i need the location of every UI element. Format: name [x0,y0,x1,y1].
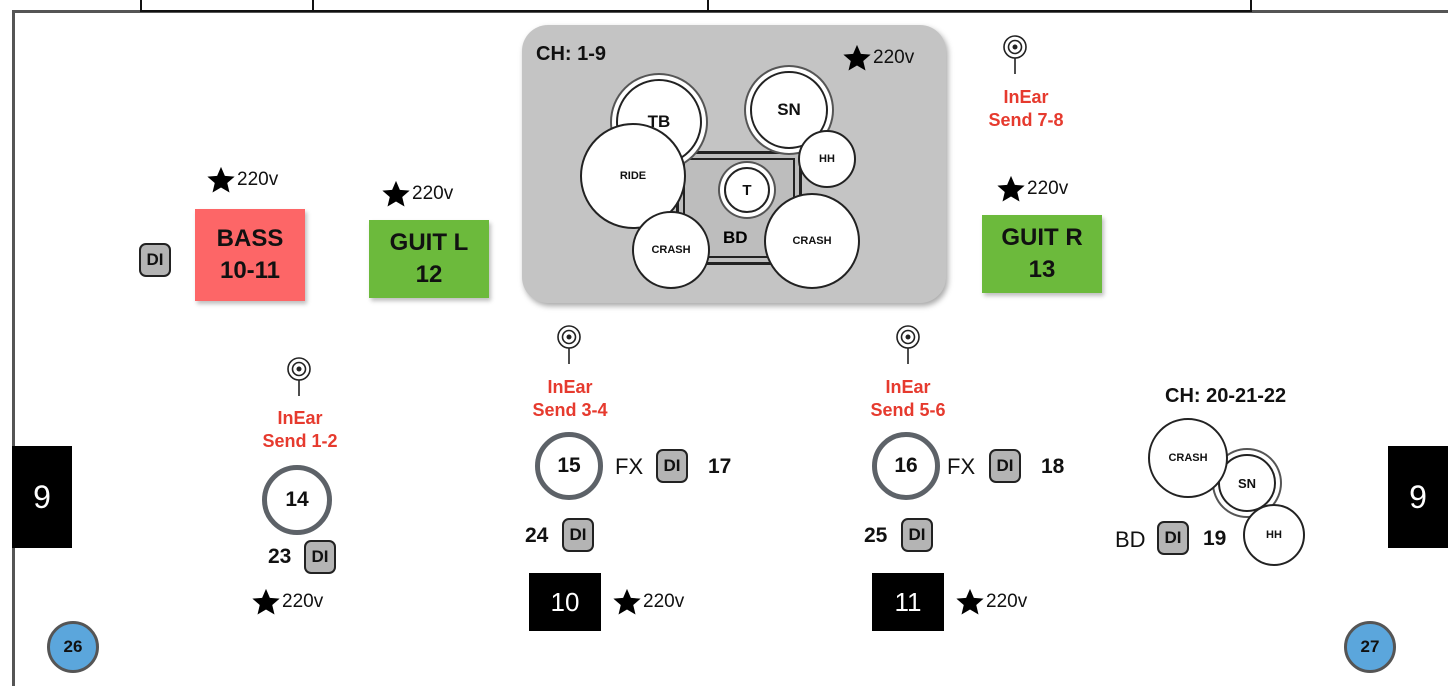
di-box-24: DI [562,518,594,552]
guit-r-power-label: 220v [1027,178,1069,199]
guit-l-name: GUIT L [389,228,469,256]
star-icon [843,44,871,71]
inear-label: InEar [277,408,323,428]
di-box-18: DI [989,449,1021,483]
floor-monitor-11: 11 [872,573,944,631]
bass-name: BASS [216,224,284,252]
guit-r-channel: 13 [1028,256,1056,283]
front-edge-divider [312,0,314,10]
bass-power: 220v [206,165,278,195]
guit-r-name: GUIT R [1001,223,1083,251]
inear-send: Send 7-8 [988,110,1064,131]
pos-left-power: 220v [251,587,323,617]
bass-di-box: DI [139,243,171,277]
in-ear-monitor-icon [1003,35,1027,74]
guit-r-amp: GUIT R 13 [982,215,1102,293]
drum-crash-right: CRASH [764,193,860,289]
fx-label-17: FX [615,454,644,479]
pos-center-right-power-label: 220v [986,591,1028,612]
drum-t: T [724,167,770,213]
stage-front-edge [140,0,1252,12]
in-ear-monitor-icon [287,357,311,396]
pos-center-right-power: 220v [955,587,1027,617]
vocal-mic-15: 15 [535,432,603,500]
drum-channel-label: CH: 1-9 [536,43,607,65]
guit-r-power: 220v [996,174,1068,204]
aux-kit-channel-label: CH: 20-21-22 [1165,385,1287,407]
di-channel-23: 23 [268,545,292,568]
pos-center-left-power-label: 220v [643,591,685,612]
bd-label: BD [723,228,748,247]
corner-marker-26: 26 [47,621,99,673]
aux-bd-channel: 19 [1203,527,1227,550]
in-ear-monitor-icon [557,325,581,364]
bass-power-label: 220v [237,169,279,190]
di-box-17: DI [656,449,688,483]
inear-send-5-6: InEar Send 5-6 [860,376,956,423]
inear-send-7-8: InEar Send 7-8 [980,86,1072,133]
inear-send-1-2: InEar Send 1-2 [254,407,346,454]
di-channel-24: 24 [525,524,549,547]
pos-left-power-label: 220v [282,591,324,612]
vocal-mic-14: 14 [262,465,332,535]
aux-drum-crash: CRASH [1148,418,1228,498]
fx-channel-17: 17 [708,455,732,478]
drum-power-label: 220v [873,47,915,68]
drum-power: 220v [842,43,914,73]
inear-send-3-4: InEar Send 3-4 [522,376,618,423]
drum-riser: CH: 1-9 220v BD TB SN HH RIDE T CRASH CR… [522,25,946,303]
in-ear-monitor-icon [896,325,920,364]
guit-l-power-label: 220v [412,183,454,204]
aux-bd-label: BD [1115,527,1146,552]
inear-send: Send 1-2 [262,431,338,452]
aux-drum-hh: HH [1243,504,1305,566]
guit-l-amp: GUIT L 12 [369,220,489,298]
inear-send: Send 3-4 [532,400,608,421]
di-box-23: DI [304,540,336,574]
guit-l-power: 220v [381,179,453,209]
side-fill-left: 9 [12,446,72,548]
bass-channel: 10-11 [219,257,281,284]
di-box-25: DI [901,518,933,552]
side-fill-right: 9 [1388,446,1448,548]
pos-center-left-power: 220v [612,587,684,617]
di-channel-25: 25 [864,524,888,547]
bass-amp: BASS 10-11 [195,209,305,301]
front-edge-divider [707,0,709,10]
star-icon [382,180,410,207]
star-icon [956,588,984,615]
fx-label-18: FX [947,454,976,479]
star-icon [252,588,280,615]
aux-di-box: DI [1157,521,1189,555]
drum-crash-left: CRASH [632,211,710,289]
inear-label: InEar [547,377,593,397]
star-icon [613,588,641,615]
fx-channel-18: 18 [1041,455,1065,478]
guit-l-channel: 12 [415,261,443,288]
inear-send: Send 5-6 [870,400,946,421]
vocal-mic-16: 16 [872,432,940,500]
inear-label: InEar [885,377,931,397]
inear-label: InEar [1003,87,1049,107]
floor-monitor-10: 10 [529,573,601,631]
star-icon [997,175,1025,202]
drum-hh: HH [798,130,856,188]
star-icon [207,166,235,193]
corner-marker-27: 27 [1344,621,1396,673]
